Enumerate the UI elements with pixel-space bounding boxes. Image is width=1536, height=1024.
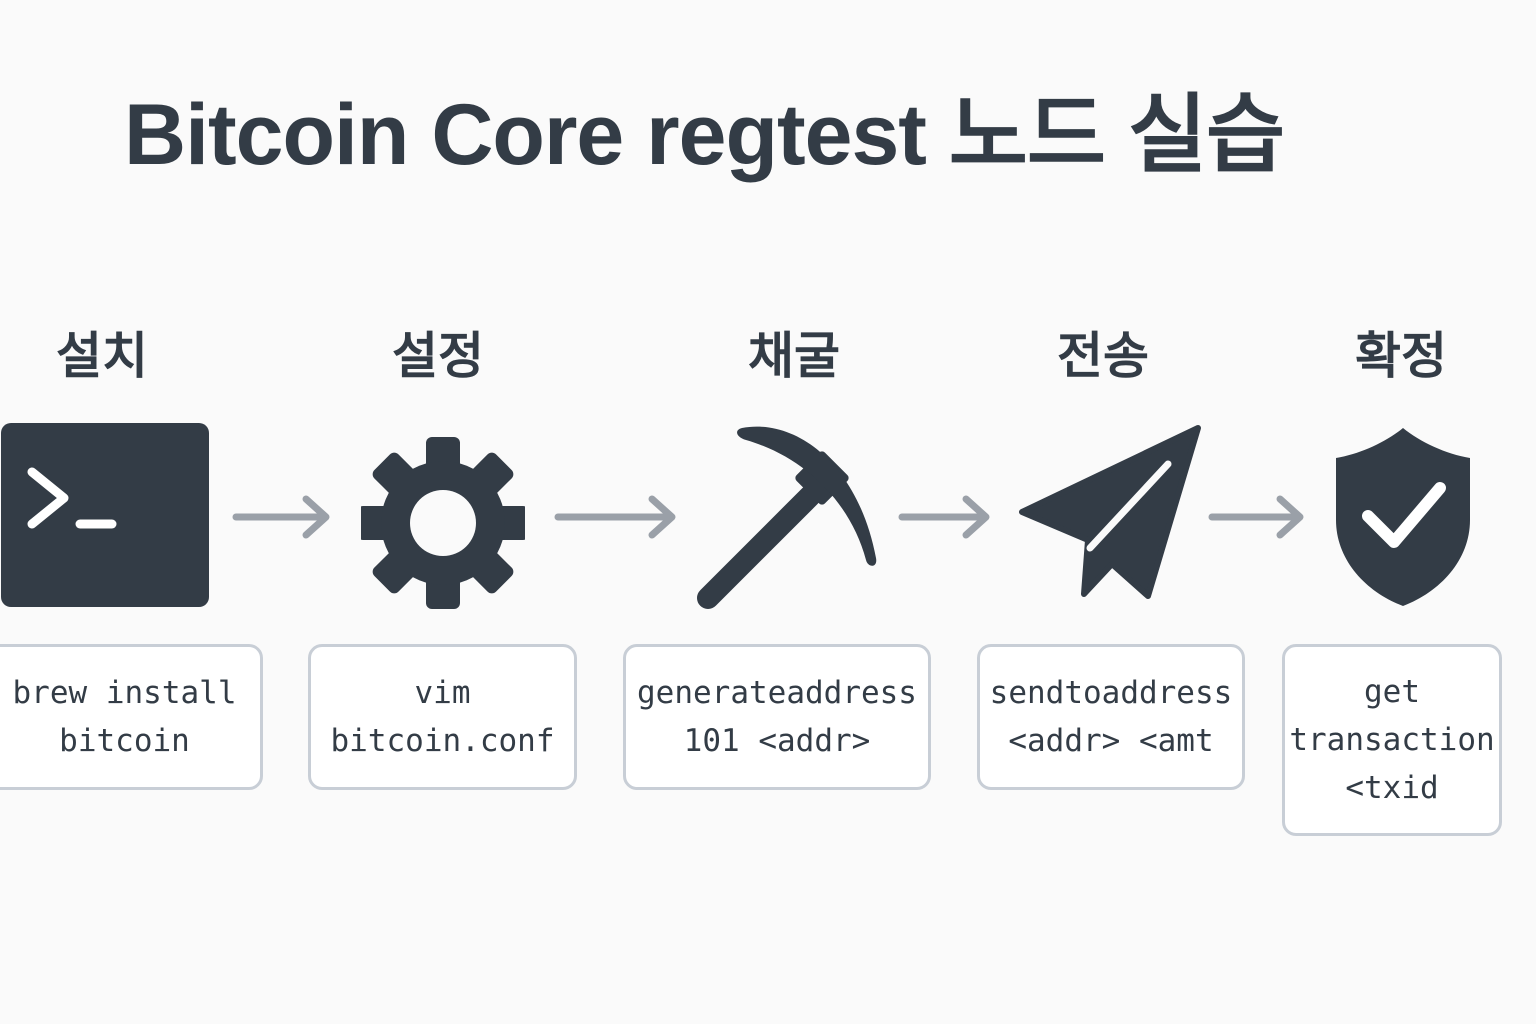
command-text: generateaddress 101 <addr>	[637, 675, 917, 759]
arrow-icon	[1208, 495, 1304, 539]
step-label-confirm: 확정	[1355, 327, 1447, 385]
arrow-icon	[232, 495, 330, 539]
arrow-icon	[898, 495, 990, 539]
command-box-install: brew install bitcoin	[0, 644, 263, 790]
arrow-icon	[554, 495, 676, 539]
command-box-mining: generateaddress 101 <addr>	[623, 644, 931, 790]
pickaxe-icon	[697, 426, 877, 609]
command-text: get transaction <txid	[1289, 674, 1495, 806]
shield-check-icon	[1336, 428, 1470, 606]
step-label-install: 설치	[56, 327, 148, 385]
step-label-send: 전송	[1057, 327, 1149, 385]
gear-icon	[361, 437, 525, 609]
paper-plane-icon	[1019, 425, 1201, 599]
page-title: Bitcoin Core regtest 노드 실습	[124, 87, 1285, 183]
step-label-mining: 채굴	[748, 327, 840, 385]
command-box-send: sendtoaddress <addr> <amt	[977, 644, 1245, 790]
step-label-config: 설정	[392, 327, 484, 385]
terminal-icon	[1, 423, 209, 607]
command-text: brew install bitcoin	[12, 675, 237, 759]
command-box-config: vim bitcoin.conf	[308, 644, 577, 790]
command-box-confirm: get transaction <txid	[1282, 644, 1502, 836]
command-text: vim bitcoin.conf	[330, 675, 555, 759]
command-text: sendtoaddress <addr> <amt	[989, 675, 1233, 759]
